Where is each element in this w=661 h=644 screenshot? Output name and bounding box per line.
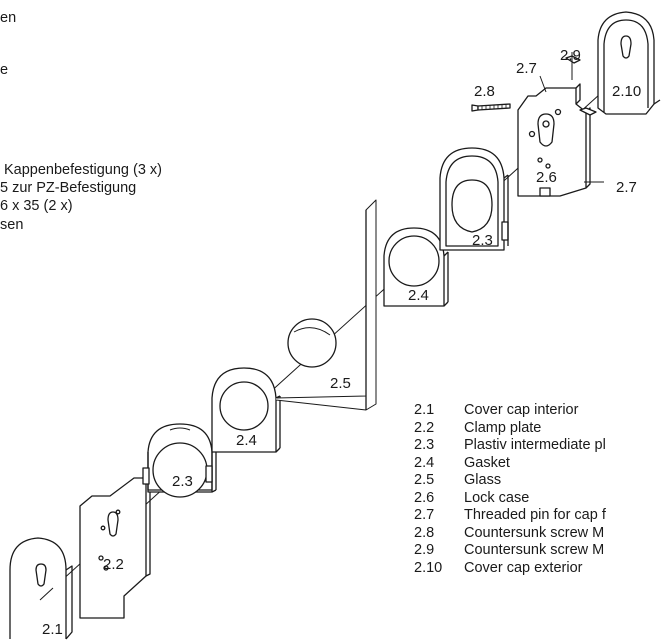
part-intermediate-plate-left [142, 423, 217, 498]
label-2-1: 2.1 [42, 621, 63, 638]
legend-row: 2.3 Plastiv intermediate pl [414, 437, 606, 455]
legend-row: 2.4 Gasket [414, 455, 606, 473]
legend-num: 2.8 [414, 524, 435, 541]
label-2-4-left: 2.4 [236, 432, 257, 449]
part-labels: 2.1 2.2 2.3 2.4 2.5 2.4 2.3 2.6 2.7 2.7 … [42, 47, 641, 638]
legend-row: 2.10 Cover cap exterior [414, 560, 606, 578]
label-2-3-left: 2.3 [172, 473, 193, 490]
label-2-2: 2.2 [103, 556, 124, 573]
label-2-10: 2.10 [612, 83, 641, 100]
legend-row: 2.7 Threaded pin for cap f [414, 507, 606, 525]
part-gasket-right [383, 227, 449, 307]
part-lock-case [517, 83, 604, 197]
part-cover-cap-interior [9, 537, 73, 640]
legend-row: 2.6 Lock case [414, 490, 606, 508]
german-line-f: sen [0, 217, 24, 233]
label-2-3-right: 2.3 [472, 232, 493, 249]
leader-2-7-top [539, 75, 547, 93]
legend-text: Clamp plate [464, 419, 542, 436]
legend-text: Plastiv intermediate pl [464, 437, 606, 453]
legend-row: 2.2 Clamp plate [414, 420, 606, 438]
legend-text: Cover cap exterior [464, 559, 583, 576]
legend-row: 2.5 Glass [414, 472, 606, 490]
label-2-5: 2.5 [330, 375, 351, 392]
german-line-a: en [0, 10, 17, 26]
legend-text: Threaded pin for cap f [464, 507, 606, 523]
label-2-7-right: 2.7 [616, 179, 637, 196]
legend-num: 2.5 [414, 472, 435, 488]
part-gasket-left [211, 367, 281, 453]
part-clamp-plate [79, 473, 151, 619]
part-intermediate-plate-right [439, 147, 509, 251]
legend-num: 2.6 [414, 489, 435, 506]
label-2-9: 2.9 [560, 47, 581, 64]
legend-text: Gasket [464, 454, 510, 471]
label-2-7-top: 2.7 [516, 60, 537, 77]
legend-num: 2.4 [414, 454, 435, 471]
legend-row: 2.9 Countersunk screw M [414, 542, 606, 560]
legend-num: 2.10 [414, 559, 443, 576]
legend-text: Glass [464, 472, 502, 488]
legend-text: Cover cap interior [464, 402, 579, 418]
legend-text: Countersunk screw M [464, 524, 605, 541]
legend-num: 2.9 [414, 542, 435, 558]
german-line-d: 5 zur PZ-Befestigung [0, 180, 137, 196]
label-2-4-right: 2.4 [408, 287, 429, 304]
legend-text: Countersunk screw M [464, 542, 605, 558]
legend-row: 2.8 Countersunk screw M [414, 525, 606, 543]
part-countersunk-screw-short [565, 52, 597, 116]
part-glass [275, 199, 377, 411]
legend-num: 2.3 [414, 437, 435, 453]
legend-text: Lock case [464, 489, 530, 506]
german-line-e: 6 x 35 (2 x) [0, 198, 73, 214]
german-line-b: e [0, 62, 9, 78]
legend-num: 2.7 [414, 507, 435, 523]
parts-legend: 2.1 Cover cap interior 2.2 Clamp plate 2.3… [414, 402, 606, 577]
legend-row: 2.1 Cover cap interior [414, 402, 606, 420]
part-countersunk-screw-long [471, 103, 511, 112]
part-cover-cap-exterior [597, 11, 661, 115]
legend-num: 2.1 [414, 402, 435, 418]
german-line-c: Kappenbefestigung (3 x) [4, 162, 162, 178]
legend-num: 2.2 [414, 419, 435, 436]
label-2-6: 2.6 [536, 169, 557, 186]
label-2-8: 2.8 [474, 83, 495, 100]
